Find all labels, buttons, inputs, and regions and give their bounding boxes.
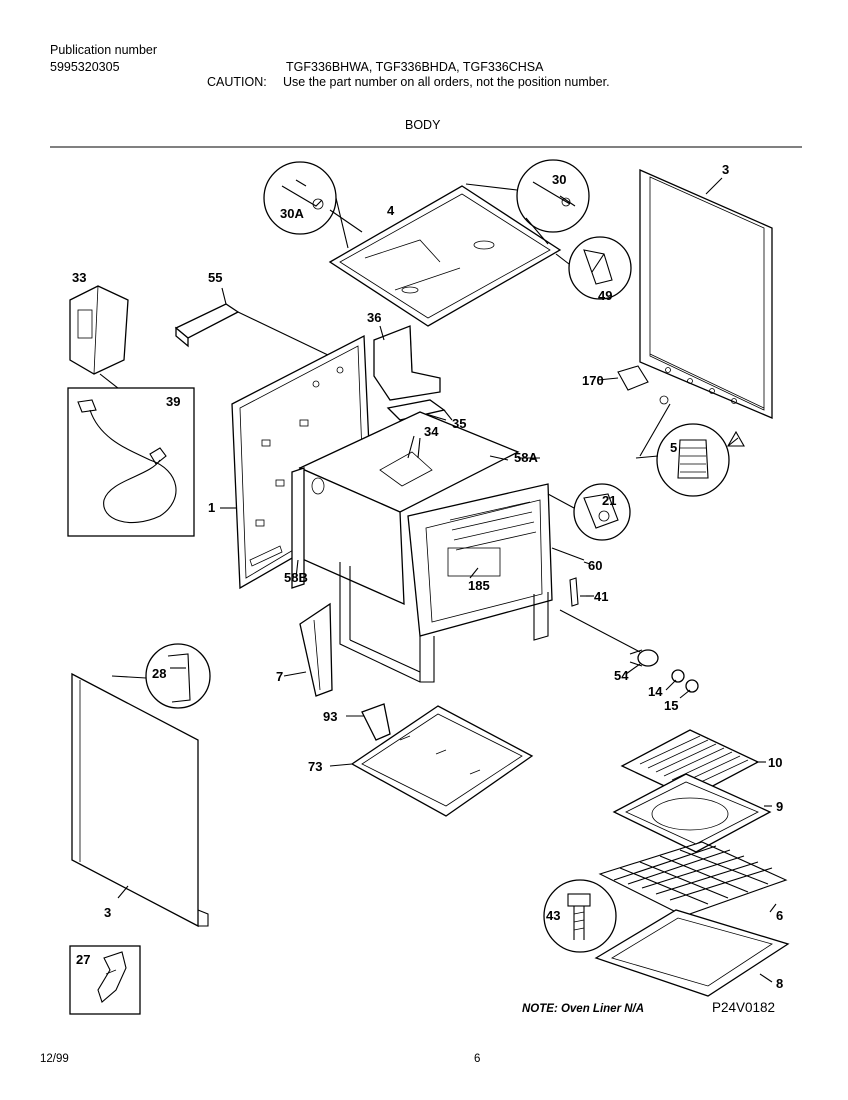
power-cord-box bbox=[67, 387, 195, 537]
label-7: 7 bbox=[276, 669, 283, 684]
label-41: 41 bbox=[594, 589, 608, 604]
part-36-duct bbox=[373, 325, 453, 421]
figure-id: P24V0182 bbox=[712, 1000, 776, 1015]
label-36: 36 bbox=[367, 310, 381, 325]
label-93: 93 bbox=[323, 709, 337, 724]
label-58a: 58A bbox=[514, 450, 538, 465]
callout-5 bbox=[635, 403, 739, 497]
label-14: 14 bbox=[648, 684, 663, 699]
label-30a: 30A bbox=[280, 206, 304, 221]
revision-date: 12/99 bbox=[40, 1053, 69, 1065]
label-49: 49 bbox=[598, 288, 612, 303]
oven-cavity bbox=[291, 411, 520, 606]
broil-pan bbox=[612, 773, 772, 853]
part-41-clip bbox=[569, 577, 590, 607]
light-assembly bbox=[559, 609, 699, 693]
label-58b: 58B bbox=[284, 570, 308, 585]
label-28: 28 bbox=[152, 666, 166, 681]
side-panel-left bbox=[71, 672, 209, 928]
label-55: 55 bbox=[208, 270, 222, 285]
side-panel-right bbox=[639, 169, 773, 419]
part-60-rod bbox=[551, 547, 585, 561]
caution-text: Use the part number on all orders, not t… bbox=[283, 75, 610, 89]
caution-label: CAUTION: bbox=[207, 75, 267, 89]
callout-43 bbox=[543, 879, 617, 953]
callout-30 bbox=[465, 159, 590, 245]
oven-rack bbox=[598, 841, 788, 917]
callout-30a bbox=[263, 161, 363, 249]
oven-base-frame bbox=[339, 562, 549, 683]
label-27: 27 bbox=[76, 952, 90, 967]
model-numbers: TGF336BHWA, TGF336BHDA, TGF336CHSA bbox=[286, 60, 544, 74]
top-panel bbox=[328, 185, 562, 327]
bottom-panel bbox=[350, 703, 534, 817]
label-34: 34 bbox=[424, 424, 439, 439]
label-15: 15 bbox=[664, 698, 678, 713]
publication-number: 5995320305 bbox=[50, 60, 120, 74]
oven-liner-note: NOTE: Oven Liner N/A bbox=[522, 1003, 645, 1015]
part-170-bracket bbox=[617, 365, 669, 405]
label-5: 5 bbox=[670, 440, 677, 455]
oven-bottom-tray bbox=[594, 909, 790, 997]
label-54: 54 bbox=[614, 668, 629, 683]
label-9: 9 bbox=[776, 799, 783, 814]
leader-34 bbox=[407, 435, 415, 459]
section-title: BODY bbox=[405, 118, 441, 132]
oven-front-frame bbox=[407, 483, 553, 637]
part-33-box bbox=[69, 285, 129, 375]
label-3-left: 3 bbox=[104, 905, 111, 920]
page-number: 6 bbox=[474, 1053, 481, 1065]
label-30: 30 bbox=[552, 172, 566, 187]
label-6: 6 bbox=[776, 908, 783, 923]
leader-lines bbox=[117, 177, 777, 983]
label-21: 21 bbox=[602, 493, 616, 508]
label-3-right: 3 bbox=[722, 162, 729, 177]
label-33: 33 bbox=[72, 270, 86, 285]
label-1: 1 bbox=[208, 500, 215, 515]
label-60: 60 bbox=[588, 558, 602, 573]
label-170: 170 bbox=[582, 373, 604, 388]
label-8: 8 bbox=[776, 976, 783, 991]
label-4: 4 bbox=[387, 203, 395, 218]
callout-28 bbox=[111, 643, 211, 709]
leveling-foot bbox=[727, 430, 745, 447]
part-55-bar bbox=[174, 287, 331, 357]
label-43: 43 bbox=[546, 908, 560, 923]
callout-21 bbox=[547, 483, 631, 541]
label-39: 39 bbox=[166, 394, 180, 409]
label-10: 10 bbox=[768, 755, 782, 770]
label-35: 35 bbox=[452, 416, 466, 431]
publication-label: Publication number bbox=[50, 43, 158, 57]
label-185: 185 bbox=[468, 578, 490, 593]
label-73: 73 bbox=[308, 759, 322, 774]
callout-27-box bbox=[69, 945, 141, 1015]
callout-49 bbox=[555, 236, 632, 300]
part-7-bracket bbox=[299, 602, 333, 697]
